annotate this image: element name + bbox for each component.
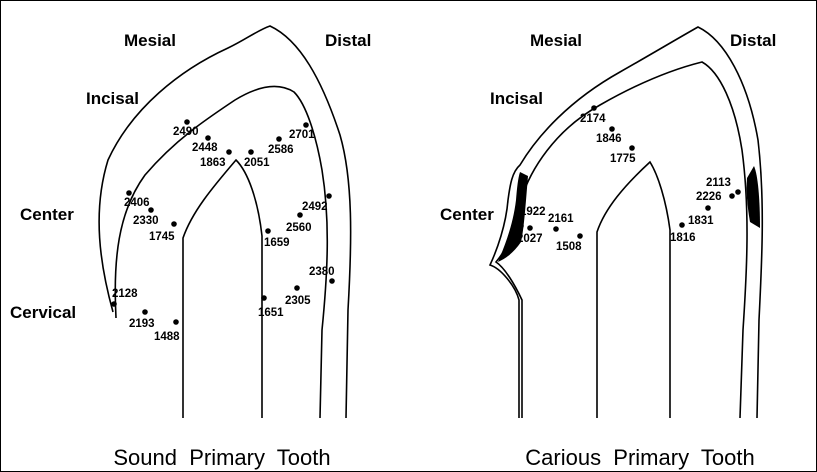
carious-point-1846 [609,126,615,132]
sound-point-2560 [297,212,303,218]
carious-point-1508 [577,233,583,239]
carious-caption: Carious Primary Tooth [525,445,754,470]
sound-value-2701: 2701 [289,129,315,141]
carious-point-1816 [679,222,685,228]
sound-point-1863 [226,149,232,155]
sound-point-2448 [205,135,211,141]
carious-point-2027 [527,225,533,231]
carious-value-1922: 1922 [520,206,546,218]
sound-point-2380 [329,278,335,284]
sound-value-1659: 1659 [264,237,290,249]
carious-point-2174 [591,105,597,111]
sound-caption: Sound Primary Tooth [113,445,330,470]
carious-value-2027: 2027 [517,233,543,245]
sound-point-1651 [261,295,267,301]
carious-point-2161 [553,226,559,232]
sound-point-2492 [326,193,332,199]
sound-value-1488: 1488 [154,331,180,343]
sound-value-2051: 2051 [244,157,270,169]
sound-point-2193 [142,309,148,315]
sound-point-2128 [111,301,117,307]
carious-point-2113 [735,189,741,195]
carious-point-2226 [729,193,735,199]
sound-point-2305 [294,285,300,291]
carious-point-1831 [705,205,711,211]
carious-value-1816: 1816 [670,232,696,244]
sound-value-1863: 1863 [200,157,226,169]
sound-point-2701 [303,122,309,128]
sound-value-2448: 2448 [192,142,218,154]
carious-value-2113: 2113 [706,177,731,189]
sound-value-2305: 2305 [285,295,311,307]
carious-point-1922 [518,223,524,229]
sound-value-2193: 2193 [129,318,155,330]
sound-value-2380: 2380 [309,266,335,278]
sound-point-1659 [265,228,271,234]
carious-value-2161: 2161 [548,213,574,225]
sound-point-2406 [126,190,132,196]
sound-label-mesial: Mesial [124,31,176,50]
sound-value-2492: 2492 [302,201,328,213]
sound-point-1745 [171,221,177,227]
sound-point-2051 [248,149,254,155]
sound-value-2128: 2128 [112,288,138,300]
sound-label-center: Center [20,205,74,224]
carious-value-1508: 1508 [556,241,582,253]
carious-label-mesial: Mesial [530,31,582,50]
carious-value-1831: 1831 [688,215,714,227]
sound-point-1488 [173,319,179,325]
sound-value-2406: 2406 [124,197,150,209]
sound-label-cervical: Cervical [10,303,76,322]
sound-point-2490 [184,119,190,125]
carious-point-1775 [629,145,635,151]
sound-value-2586: 2586 [268,144,294,156]
sound-value-1745: 1745 [149,231,175,243]
carious-value-1846: 1846 [596,133,622,145]
sound-point-2586 [276,136,282,142]
sound-value-2330: 2330 [133,215,159,227]
sound-label-incisal: Incisal [86,89,139,108]
sound-value-2490: 2490 [173,126,199,138]
sound-value-2560: 2560 [286,222,312,234]
sound-value-1651: 1651 [258,307,284,319]
carious-label-distal: Distal [730,31,776,50]
carious-value-2226: 2226 [696,191,722,203]
carious-label-center: Center [440,205,494,224]
sound-label-distal: Distal [325,31,371,50]
carious-label-incisal: Incisal [490,89,543,108]
carious-value-2174: 2174 [580,113,606,125]
carious-value-1775: 1775 [610,153,636,165]
